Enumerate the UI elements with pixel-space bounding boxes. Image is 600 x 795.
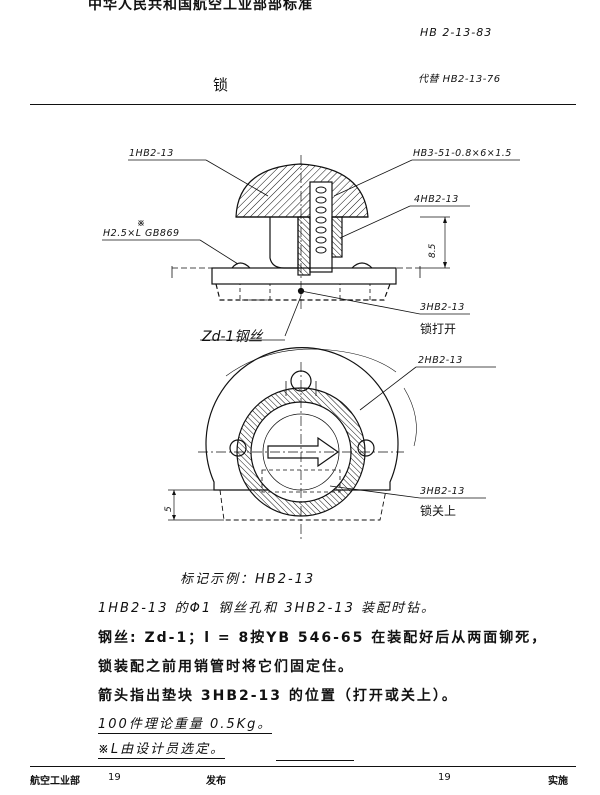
side-section-view	[171, 155, 450, 310]
sketch-outline	[225, 348, 397, 377]
part-label-bolt: HB3-51-0.8×6×1.5	[413, 148, 512, 159]
footer-issued: 发布	[206, 776, 226, 787]
marking-example: 标记示例：HB2-13	[180, 572, 316, 587]
footer-issue-date: 19	[108, 772, 121, 783]
stem-bushing	[297, 216, 311, 276]
plan-view-leaders	[329, 366, 496, 499]
footer-effective-date: 19	[438, 772, 451, 783]
dome-head	[235, 163, 369, 218]
footer-effective: 实施	[548, 776, 568, 787]
standard-body-title: 中华人民共和国航空工业部部标准	[88, 0, 313, 13]
note-line-5: 100件理论重量 0.5Kg。	[98, 713, 273, 734]
direction-arrow	[267, 436, 340, 468]
part-label-rivet: H2.5×L GB869	[103, 228, 180, 239]
document-title: 锁	[213, 76, 229, 94]
dimension-height: 8.5	[428, 243, 438, 258]
part-label-4hb2-13: 4HB2-13	[414, 194, 459, 205]
footer-rule	[30, 766, 576, 767]
note-line-3: 锁装配之前用销管时将它们固定住。	[98, 659, 354, 675]
note-line-4: 箭头指出垫块 3HB2-13 的位置（打开或关上）。	[98, 688, 458, 704]
label-lock-open: 锁打开	[420, 322, 457, 336]
dimension-width: 5	[164, 506, 174, 512]
rivet-mark: ※	[137, 218, 146, 229]
lower-knob	[269, 217, 299, 269]
standard-number: HB 2-13-83	[420, 26, 493, 39]
part-label-2hb2-13: 2HB2-13	[418, 355, 463, 366]
rivet-right	[351, 262, 373, 269]
label-lock-closed: 锁关上	[420, 504, 457, 518]
signature-line	[276, 760, 354, 761]
rivet-left	[231, 262, 251, 269]
note-line-6: ※L由设计员选定。	[98, 738, 226, 759]
footer-issuer: 航空工业部	[30, 776, 80, 787]
note-line-2: 钢丝: Zd-1；l = 8按YB 546-65 在装配好后从两面铆死，	[98, 630, 548, 646]
outer-housing	[205, 347, 399, 491]
part-label-1hb2-13: 1HB2-13	[129, 148, 174, 159]
side-view-leaders	[102, 159, 520, 341]
note-line-1: 1HB2-13 的Φ1 钢丝孔和 3HB2-13 装配时钻。	[98, 601, 436, 616]
header-rule	[30, 104, 576, 105]
plan-view	[168, 347, 404, 540]
replaces-standard: 代替 HB2-13-76	[418, 74, 501, 85]
part-label-3hb2-13-plan: 3HB2-13	[420, 486, 465, 497]
label-steel-wire: Zd-1钢丝	[202, 329, 263, 345]
spring	[315, 186, 327, 254]
part-label-3hb2-13: 3HB2-13	[420, 302, 465, 313]
